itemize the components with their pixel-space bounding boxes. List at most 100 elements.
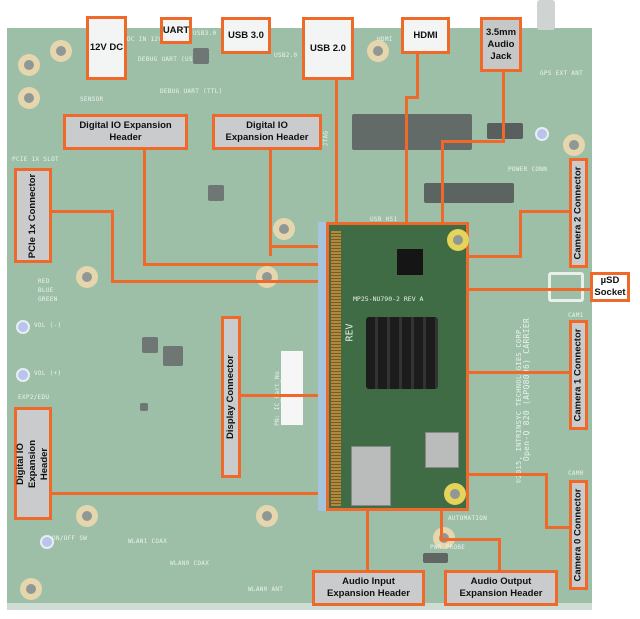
leader-line-dio1 [143, 148, 146, 265]
callout-audio-in-header: Audio Input Expansion Header [312, 570, 425, 606]
chip-u64 [140, 403, 148, 411]
mounting-hole [273, 218, 295, 240]
callout-audio-out-header: Audio Output Expansion Header [444, 570, 558, 606]
mounting-hole [18, 54, 40, 76]
silk-led-green: GREEN [38, 296, 58, 303]
som-module: MP25-NU790-2 REV A REV [326, 222, 469, 511]
gps-antenna-connector [537, 0, 555, 30]
mounting-hole [76, 505, 98, 527]
module-mount-hole [447, 229, 469, 251]
silk-exp: EXP2/EDU [18, 394, 50, 401]
silk-usb30: USB3.0 [193, 30, 217, 37]
leader-line-display [240, 394, 326, 397]
silk-usb20: USB2.0 [274, 52, 298, 59]
leader-line-camera0 [545, 526, 569, 529]
power-connector-header [424, 183, 514, 203]
silk-vol-minus: VOL (-) [34, 322, 62, 329]
jtag-header [352, 114, 472, 150]
leader-line-dio2 [269, 148, 272, 256]
callout-camera1-label: Camera 1 Connector [572, 328, 584, 422]
mounting-hole [256, 266, 278, 288]
sys-config-switch [487, 123, 523, 139]
silk-jtag: JTAG [322, 130, 330, 147]
callout-dio-header-1: Digital IO Expansion Header [63, 114, 188, 150]
mounting-hole [256, 505, 278, 527]
module-rev-box: REV [344, 323, 356, 342]
leader-line-audio-jack [441, 140, 444, 224]
callout-dio-header-3-label: Digital IO Expansion Header [15, 439, 50, 488]
leader-line-audio-out [498, 538, 501, 574]
mounting-hole [50, 40, 72, 62]
silk-vol-plus: VOL (+) [34, 370, 62, 377]
chip-u65 [208, 185, 224, 201]
callout-dio-header-2: Digital IO Expansion Header [212, 114, 322, 150]
leader-line-dio3 [51, 492, 326, 495]
leader-line-pcie [111, 280, 326, 283]
mounting-hole [367, 40, 389, 62]
leader-line-hdmi [405, 96, 408, 224]
callout-usb3: USB 3.0 [221, 17, 271, 54]
vol-plus-button [16, 368, 30, 382]
callout-audio-jack: 3.5mm Audio Jack [480, 17, 522, 72]
callout-dio-header-1-label: Digital IO Expansion Header [79, 120, 172, 143]
silk-debug-uart-ttl: DEBUG UART (TTL) [160, 88, 223, 95]
leader-line-pcie [51, 210, 113, 213]
callout-dio-header-3: Digital IO Expansion Header [14, 407, 52, 520]
module-edge-contacts [331, 231, 341, 506]
leader-line-audio-out [440, 538, 500, 541]
callout-display-label: Display Connector [225, 355, 236, 439]
callout-usb3-label: USB 3.0 [228, 29, 264, 41]
leader-line-pcie [111, 210, 114, 282]
pmic-chip [397, 249, 423, 275]
silk-cam1: CAM1 [568, 312, 584, 319]
callout-uart: UART [160, 17, 192, 44]
leader-line-dio1 [143, 263, 326, 266]
silk-pwr-probe: PWR PROBE [430, 544, 466, 551]
chip-u2 [163, 346, 183, 366]
leader-line-audio-out [440, 508, 443, 540]
silk-onoff: ON/OFF SW [52, 535, 88, 542]
callout-pcie-label: PCIe 1x Connector [27, 173, 38, 258]
leader-line-usb2 [335, 80, 338, 224]
heatsink [366, 317, 438, 389]
callout-camera0-label: Camera 0 Connector [572, 488, 584, 582]
callout-usb2: USB 2.0 [302, 17, 354, 80]
callout-camera2: Camera 2 Connector [569, 158, 588, 268]
callout-audio-out-header-label: Audio Output Expansion Header [459, 576, 543, 599]
board-edge [7, 603, 592, 610]
silk-part-no: PN: IC_Part_No [273, 371, 281, 426]
silk-hdmi: HDMI [377, 36, 393, 43]
callout-display: Display Connector [221, 316, 241, 478]
callout-uart-label: UART [162, 24, 190, 36]
onoff-button [40, 535, 54, 549]
leader-line-camera2 [519, 210, 569, 213]
pwr-probe-header [423, 553, 448, 563]
callout-hdmi-label: HDMI [413, 29, 438, 41]
leader-line-camera1 [469, 371, 569, 374]
silk-gps: GPS EXT ANT [540, 70, 584, 77]
leader-line-dio2 [269, 245, 326, 248]
silk-usb-hs1: USB HS1 [370, 216, 398, 223]
leader-line-audio-jack [441, 140, 505, 143]
mounting-hole [76, 266, 98, 288]
silk-debug-uart-usb: DEBUG UART (USB) [138, 56, 201, 63]
callout-camera1: Camera 1 Connector [569, 320, 588, 430]
callout-12v-dc-label: 12V DC [89, 42, 124, 53]
silk-cam0: CAM0 [568, 470, 584, 477]
gp-switch-button [535, 127, 549, 141]
module-mount-hole [444, 483, 466, 505]
leader-line-camera2 [519, 210, 522, 258]
part-number-label [281, 351, 303, 425]
mounting-hole [20, 578, 42, 600]
silk-led-red: RED [38, 278, 50, 285]
silk-carrier-name: Open-Q 820 (APQ8096) CARRIER [522, 317, 532, 462]
silk-automation: AUTOMATION [448, 515, 488, 522]
callout-pcie: PCIe 1x Connector [14, 168, 52, 263]
silk-power-conn: POWER CONN [508, 166, 548, 173]
silk-wlan1-coax: WLAN1 COAX [128, 538, 168, 545]
chip-u7 [142, 337, 158, 353]
silk-sensor: SENSOR [80, 96, 104, 103]
callout-audio-in-header-label: Audio Input Expansion Header [327, 576, 410, 599]
callout-dio-header-2-label: Digital IO Expansion Header [225, 120, 309, 143]
mounting-hole [18, 87, 40, 109]
